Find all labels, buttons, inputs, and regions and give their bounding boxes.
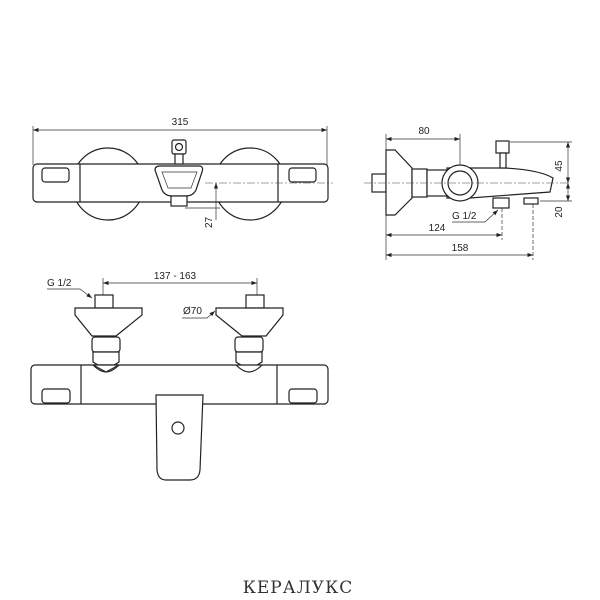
outlet-dimension: 124 — [429, 223, 446, 234]
spout-dimension: 158 — [452, 243, 469, 254]
front-view: 137 - 163 G 1/2 Ø70 — [30, 271, 329, 481]
spout-outlet — [154, 165, 204, 197]
side-view: 80 45 20 G 1/2 124 158 — [364, 126, 572, 260]
flange-diameter-label: Ø70 — [183, 306, 202, 317]
lower-height-dimension: 20 — [554, 206, 565, 218]
side-thread-label: G 1/2 — [452, 211, 477, 222]
left-connector — [74, 294, 143, 371]
brand-logo: КЕРАЛУКС — [243, 578, 354, 598]
front-spout — [155, 394, 204, 481]
side-flange — [385, 149, 413, 216]
flow-handle — [288, 388, 318, 404]
upper-height-dimension: 45 — [554, 160, 565, 172]
diverter-knob — [171, 139, 187, 155]
top-view: 315 27 — [32, 117, 333, 228]
left-handle — [41, 167, 70, 183]
width-dimension: 315 — [172, 117, 189, 128]
depth-dimension: 80 — [418, 126, 430, 137]
front-thread-label: G 1/2 — [47, 278, 72, 289]
diverter-button — [171, 421, 185, 435]
right-handle — [288, 167, 317, 183]
offset-dimension: 27 — [204, 216, 215, 228]
spacing-dimension: 137 - 163 — [154, 271, 197, 282]
right-connector — [215, 294, 284, 371]
temperature-handle — [41, 388, 71, 404]
